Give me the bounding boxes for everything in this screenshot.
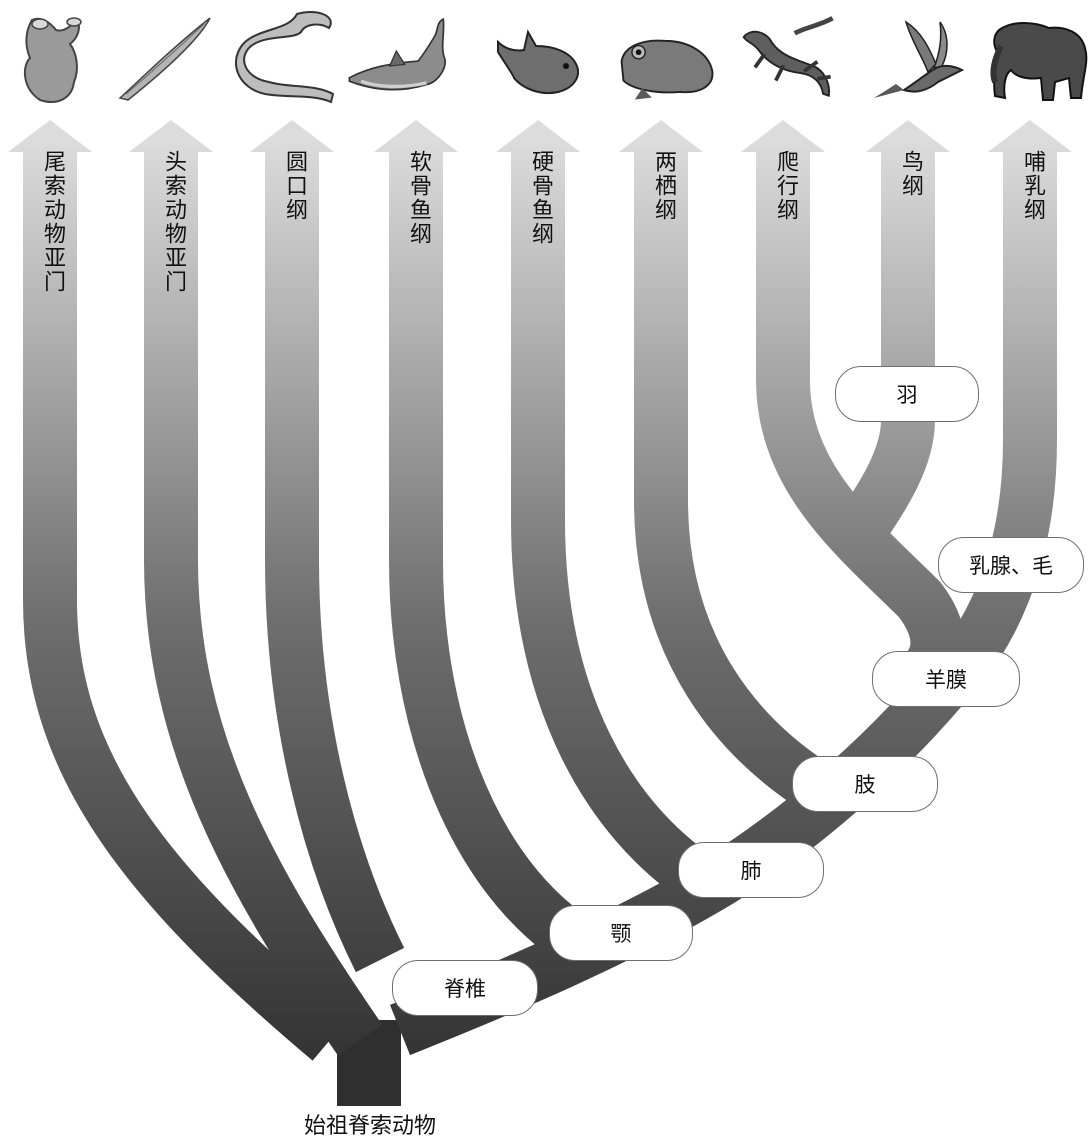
trait-feather: 羽 (835, 366, 979, 422)
arrowhead-birds (866, 120, 950, 152)
arrowhead-mammals (988, 120, 1072, 152)
arrowhead-lancelets (129, 120, 213, 152)
bony-fish-icon (497, 29, 579, 94)
tunicate-icon (23, 17, 82, 103)
shark-icon (348, 17, 446, 91)
arrowhead-cyclostomes (250, 120, 334, 152)
root-label: 始祖脊索动物 (303, 1114, 436, 1139)
frog-icon (620, 39, 714, 100)
arrowhead-tunicates (8, 120, 92, 152)
arrowhead-reptiles (741, 120, 825, 152)
trait-jaw: 颚 (549, 905, 693, 961)
elephant-icon (990, 22, 1088, 101)
lancelet-icon (118, 17, 211, 101)
trait-lung: 肺 (678, 842, 824, 898)
arrowhead-bony-fish (496, 120, 580, 152)
branch-cyclostomes (265, 150, 405, 973)
arrowhead-cartilaginous-fish (374, 120, 458, 152)
branch-lancelets (144, 150, 383, 1056)
branch-cartilaginous-fish (389, 150, 577, 952)
branch-tunicates (23, 150, 348, 1061)
branch-amphibians (634, 150, 835, 813)
branch-birds (837, 150, 935, 545)
trait-vertebra: 脊椎 (392, 960, 538, 1016)
branch-bony-fish (511, 150, 716, 903)
trait-amnion: 羊膜 (872, 651, 1020, 707)
lizard-icon (742, 16, 834, 97)
arrowhead-amphibians (619, 120, 703, 152)
lamprey-icon (235, 10, 335, 104)
trait-limb: 肢 (792, 756, 938, 812)
trait-mammary-hair: 乳腺、毛 (938, 537, 1084, 593)
bird-icon (874, 20, 965, 98)
